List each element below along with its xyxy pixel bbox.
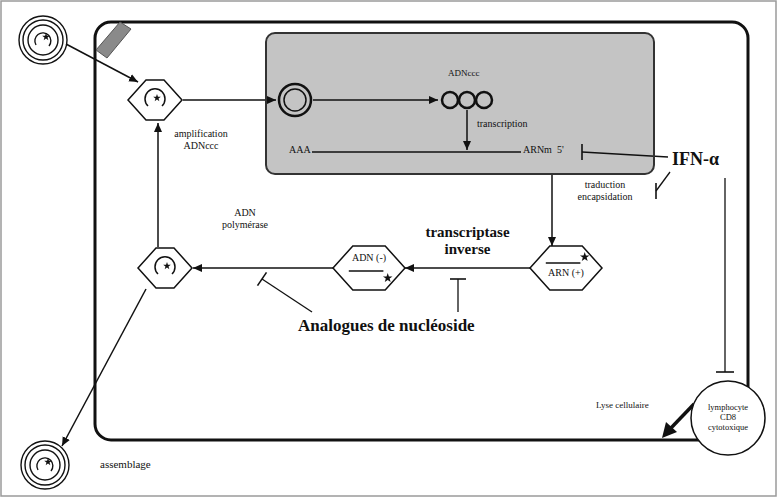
hexagon-shape: [530, 246, 602, 290]
strand-line: [349, 270, 384, 271]
inhibition-bar: [581, 144, 583, 160]
repair-arrow: [313, 99, 438, 101]
node-text: ADN (-): [352, 252, 386, 264]
step-label: traduction encapsidation: [562, 179, 648, 202]
dna-capsid-hexagon: ADN (-): [333, 246, 405, 290]
node-text: lymphocyte CD8 cytotoxique: [704, 403, 752, 432]
node-text: ADNccc: [448, 68, 479, 78]
inhibition-bar: [655, 183, 657, 199]
polymerase-arrow: [193, 267, 333, 269]
capsid-hexagon: [138, 248, 192, 288]
drug-label: Analogues de nucléoside: [298, 316, 475, 336]
mrna-line: [312, 151, 521, 153]
flow-arrow: [405, 267, 530, 269]
inhibition-line: [656, 172, 670, 191]
cccdna-circle: [459, 92, 475, 108]
cell-membrane: [95, 22, 748, 440]
step-label: Lyse cellulaire: [596, 400, 649, 410]
polymerase-star: [383, 273, 393, 282]
step-label: assemblage: [100, 458, 151, 471]
capsid-hexagon: [128, 80, 182, 120]
nucleus-box: ADNccc transcriptionAAA ARNm: [265, 32, 655, 175]
lymphocyte-circle: lymphocyte CD8 cytotoxique: [690, 380, 766, 456]
inhibition-line: [582, 152, 668, 157]
flow-arrow: [551, 175, 553, 246]
cccdna-circle: [476, 92, 492, 108]
virion: [19, 16, 67, 64]
strand-line: [546, 262, 581, 263]
circle-shape: [691, 381, 765, 455]
node-text: ARNm: [523, 144, 552, 156]
inhibition-line: [262, 279, 312, 312]
import-arrow: [183, 99, 276, 101]
inhibition-bar: [450, 278, 466, 280]
inhibition-line: [724, 178, 725, 372]
step-label: amplification ADNccc: [165, 128, 237, 151]
hexagon-shape: [333, 246, 405, 290]
node-text: AAA: [289, 144, 311, 156]
transcription-arrow: [466, 110, 468, 150]
rna-capsid-hexagon: ARN (+): [530, 246, 602, 290]
amplification-arrow: [157, 123, 159, 247]
polymerase-star: [580, 252, 590, 261]
cap-label: 5': [557, 144, 564, 156]
node-text: transcription: [477, 118, 528, 130]
rc-dna: [279, 84, 311, 116]
receptor: [96, 22, 131, 58]
rc-dna: [284, 89, 306, 111]
node-text: ARN (+): [548, 267, 584, 279]
inhibition-bar: [258, 272, 267, 285]
enzyme-label: ADN polymérase: [211, 207, 279, 230]
assembly-arrow: [62, 289, 146, 446]
enzyme-label: transcriptase inverse: [412, 224, 524, 259]
virion: [21, 441, 69, 489]
inhibition-line: [457, 279, 458, 312]
entry-arrow: [66, 44, 138, 82]
drug-label: IFN-α: [672, 149, 719, 170]
inhibition-bar: [716, 371, 734, 373]
lysis-arrow-head: [662, 422, 677, 438]
cccdna-circle: [442, 92, 458, 108]
